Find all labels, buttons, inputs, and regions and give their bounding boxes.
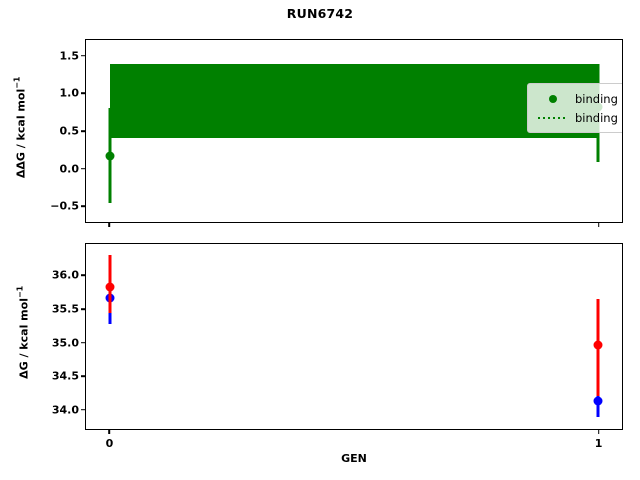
legend-key [535, 116, 571, 119]
y-tick-label: 0.5 [59, 124, 80, 138]
top-plot-area: binding binding (all GENS) [85, 39, 623, 223]
y-tick-label: 1.0 [59, 86, 80, 100]
y-tick-mark [81, 92, 85, 95]
top-panel-y-axis-label: ΔΔG / kcal mol−1 [13, 67, 28, 187]
legend-label: binding (all GENS) [575, 110, 622, 125]
page-title: RUN6742 [286, 6, 354, 21]
top-y-axis-label-text: ΔΔG / kcal mol [14, 88, 28, 179]
top-y-axis-label-exponent: −1 [12, 76, 22, 89]
bottom-y-axis-label-text: ΔG / kcal mol [17, 298, 31, 379]
data-point-marker [593, 396, 603, 406]
bottom-plot-area: solventcomplex [85, 243, 623, 430]
y-tick-label: 0.0 [59, 162, 80, 176]
legend-label: binding [575, 91, 618, 106]
bottom-panel-y-axis-label: ΔG / kcal mol−1 [16, 272, 31, 392]
x-tick-mark [597, 430, 600, 434]
x-tick-mark [597, 223, 600, 227]
y-tick-mark [81, 167, 85, 170]
binding-all-gens-dotted-band [110, 63, 598, 139]
legend-dot-icon [549, 94, 557, 103]
y-tick-label: 35.5 [51, 302, 79, 316]
y-tick-mark [81, 205, 85, 208]
x-tick-mark [108, 430, 111, 434]
top-panel-legend[interactable]: binding binding (all GENS) [527, 83, 622, 133]
y-tick-label: 35.0 [51, 336, 79, 350]
y-tick-label: −0.5 [50, 199, 79, 213]
data-point-marker [593, 340, 603, 350]
legend-dotted-line-icon [538, 116, 568, 119]
y-tick-mark [81, 375, 85, 377]
y-tick-mark [81, 308, 85, 310]
y-tick-mark [81, 274, 85, 277]
y-tick-label: 34.0 [51, 403, 79, 417]
bottom-y-axis-label-exponent: −1 [15, 285, 25, 299]
data-point-marker [105, 151, 115, 161]
y-tick-label: 34.5 [51, 369, 79, 383]
y-tick-mark [81, 341, 85, 344]
y-tick-mark [81, 54, 85, 57]
x-axis-label: GEN [341, 452, 367, 465]
x-tick-label: 1 [594, 437, 603, 450]
y-tick-label: 1.5 [59, 49, 80, 63]
legend-item[interactable]: binding [535, 89, 622, 108]
y-tick-label: 36.0 [51, 268, 79, 282]
data-point-marker [105, 282, 115, 292]
y-tick-mark [81, 130, 85, 132]
y-tick-mark [81, 409, 85, 411]
x-tick-mark [108, 223, 111, 227]
x-tick-label: 0 [105, 437, 114, 450]
legend-item[interactable]: binding (all GENS) [535, 108, 622, 127]
error-bar [596, 394, 600, 418]
legend-key [535, 94, 571, 103]
